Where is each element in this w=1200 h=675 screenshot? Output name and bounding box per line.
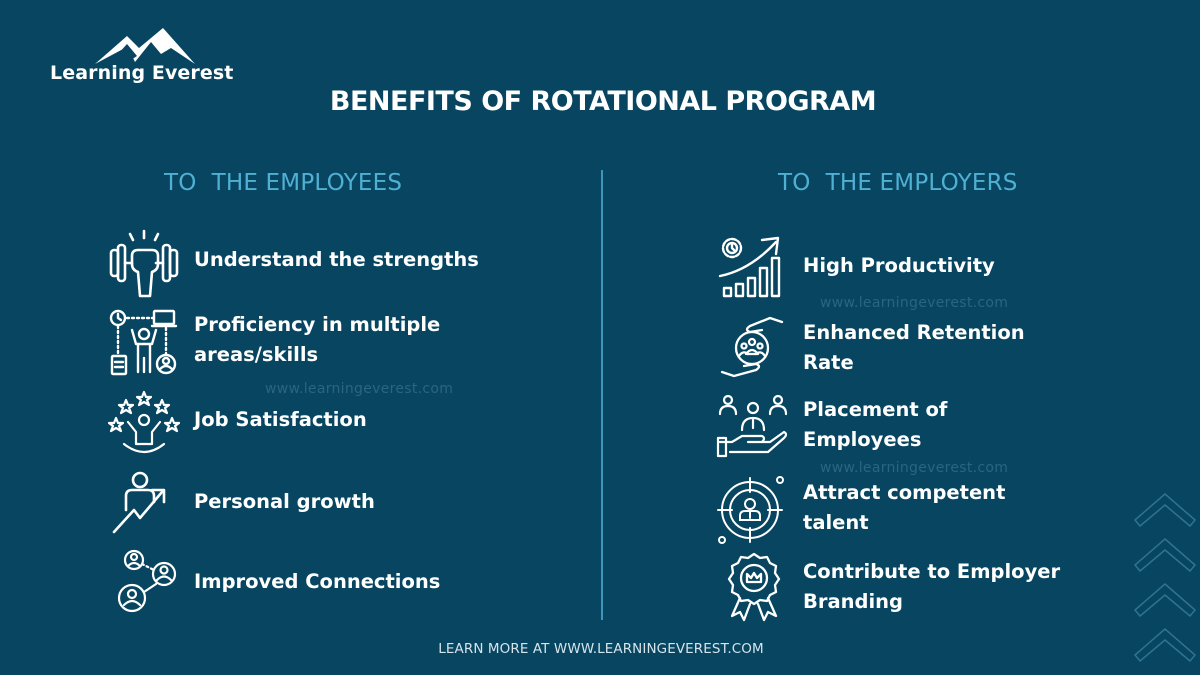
employees-heading: TO THE EMPLOYEES xyxy=(164,170,403,196)
benefit-label: Enhanced Retention Rate xyxy=(803,321,1025,374)
dumbbell-fist-icon xyxy=(108,228,180,300)
person-stars-icon xyxy=(107,390,181,462)
benefit-label: Attract competent talent xyxy=(803,481,1006,534)
benefit-label: Proficiency in multiple areas/skills xyxy=(194,313,441,366)
productivity-chart-gear-icon xyxy=(716,232,788,304)
column-divider xyxy=(601,170,603,620)
award-badge-crown-icon xyxy=(720,552,792,624)
benefit-label: Job Satisfaction xyxy=(194,408,367,431)
footer-link[interactable]: LEARN MORE AT WWW.LEARNINGEVEREST.COM xyxy=(438,641,764,657)
benefit-label: Personal growth xyxy=(194,490,375,513)
watermark: www.learningeverest.com xyxy=(820,460,1009,476)
brand-name: Learning Everest xyxy=(50,62,234,84)
benefit-label: Contribute to Employer Branding xyxy=(803,560,1061,613)
multitasking-person-icon xyxy=(108,308,180,380)
benefit-label: Placement of Employees xyxy=(803,398,948,451)
network-users-icon xyxy=(112,548,184,620)
benefit-label: Understand the strengths xyxy=(194,248,479,271)
page-title: BENEFITS OF ROTATIONAL PROGRAM xyxy=(329,86,877,117)
brand-logo: Learning Everest xyxy=(50,28,240,88)
benefit-label: High Productivity xyxy=(803,254,995,277)
decorative-chevrons xyxy=(1130,490,1200,670)
hand-employees-icon xyxy=(716,392,788,464)
watermark: www.learningeverest.com xyxy=(820,295,1009,311)
hands-team-icon xyxy=(716,312,788,384)
person-growth-arrow-icon xyxy=(110,470,182,542)
mountain-icon xyxy=(95,28,195,64)
watermark: www.learningeverest.com xyxy=(265,381,454,397)
target-person-icon xyxy=(716,474,788,546)
employers-heading: TO THE EMPLOYERS xyxy=(778,170,1018,196)
benefit-label: Improved Connections xyxy=(194,570,441,593)
